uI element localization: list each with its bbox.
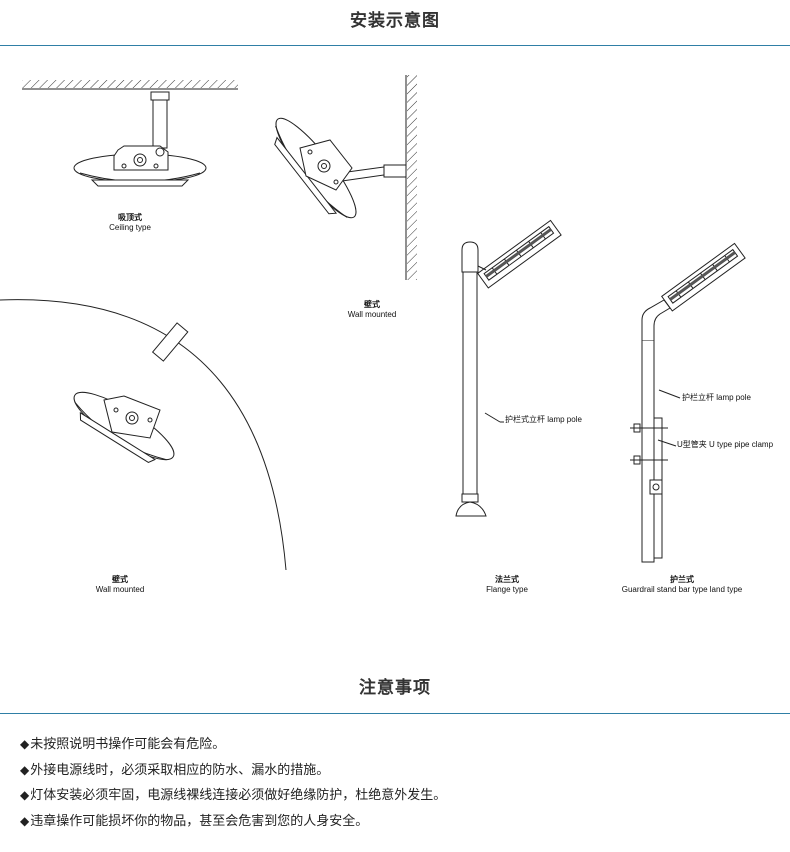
note-text: 违章操作可能损坏你的物品，甚至会危害到您的人身安全。 [30, 813, 369, 829]
diamond-bullet-icon: ◆ [20, 737, 30, 751]
diamond-bullet-icon: ◆ [20, 788, 30, 802]
note-item: ◆未按照说明书操作可能会有危险。 [20, 732, 446, 758]
note-item: ◆灯体安装必须牢固，电源线裸线连接必须做好绝缘防护，杜绝意外发生。 [20, 783, 446, 809]
install-divider [0, 45, 790, 46]
caption-column: 壁式 Wall mounted [70, 575, 170, 595]
caption-column-zh: 壁式 [112, 575, 128, 584]
note-text: 灯体安装必须牢固，电源线裸线连接必须做好绝缘防护，杜绝意外发生。 [30, 788, 447, 803]
caption-wall: 壁式 Wall mounted [322, 300, 422, 320]
caption-guardrail-zh: 护兰式 [670, 575, 694, 584]
caption-column-en: Wall mounted [95, 585, 145, 594]
install-title: 安装示意图 [350, 11, 440, 31]
callout-guardrail-pole: 护栏立杆 lamp pole [682, 393, 751, 402]
diamond-bullet-icon: ◆ [20, 813, 30, 828]
ceiling-mount-figure [22, 80, 238, 187]
caption-ceiling-zh: 吸顶式 [118, 213, 142, 222]
caption-wall-zh: 壁式 [364, 300, 380, 309]
flange-pole-figure [455, 219, 562, 517]
note-item: ◆违章操作可能损坏你的物品，甚至会危害到您的人身安全。 [20, 809, 446, 835]
caption-flange-en: Flange type [486, 585, 528, 594]
note-item: ◆外接电源线时，必须采取相应的防水、漏水的措施。 [20, 758, 446, 784]
caption-ceiling: 吸顶式 Ceiling type [80, 213, 180, 233]
diamond-bullet-icon: ◆ [20, 762, 30, 777]
note-text: 外接电源线时，必须采取相应的防水、漏水的措施。 [30, 762, 330, 778]
wall-mount-figure [274, 75, 417, 280]
caption-guardrail: 护兰式 Guardrail stand bar type land type [602, 575, 762, 595]
installation-diagram [0, 75, 746, 571]
callout-u-clamp: U型管夹 U type pipe clamp [677, 440, 774, 449]
caption-flange-zh: 法兰式 [495, 575, 519, 584]
notes-divider [0, 713, 790, 714]
caption-wall-en: Wall mounted [347, 310, 397, 319]
callout-flange-pole: 护栏式立杆 lamp pole [505, 415, 582, 424]
caption-guardrail-en: Guardrail stand bar type land type [621, 585, 743, 594]
caption-ceiling-en: Ceiling type [109, 223, 151, 232]
caption-flange: 法兰式 Flange type [457, 575, 557, 595]
column-mount-figure [0, 299, 287, 571]
notes-list: ◆未按照说明书操作可能会有危险。 ◆外接电源线时，必须采取相应的防水、漏水的措施… [20, 732, 446, 834]
guardrail-pole-figure [630, 242, 746, 563]
note-text: 未按照说明书操作可能会有危险。 [30, 737, 226, 752]
notes-title: 注意事项 [359, 678, 431, 698]
